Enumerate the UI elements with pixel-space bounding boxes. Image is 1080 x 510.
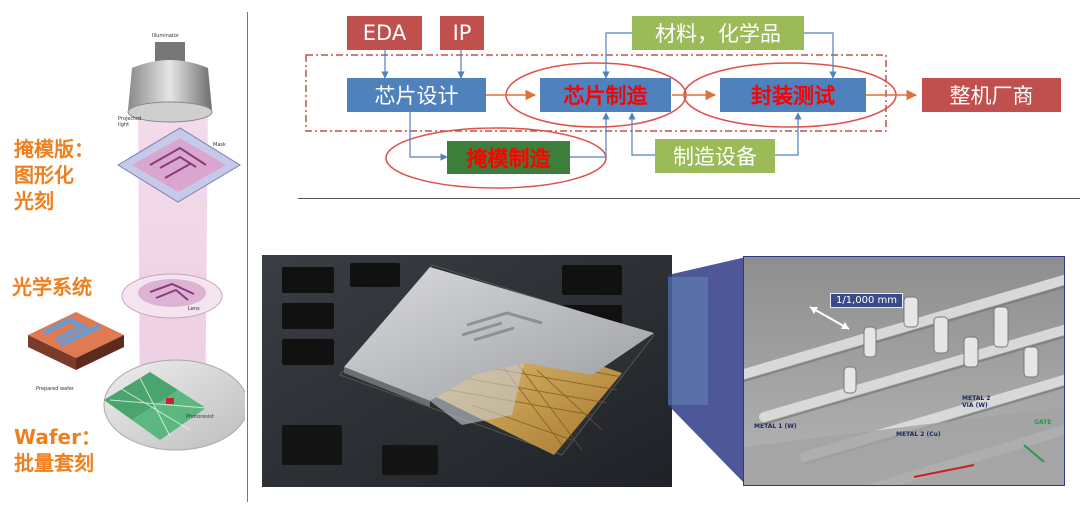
scale-bar-label: 1/1,000 mm — [830, 293, 904, 308]
materials-box: 材料，化学品 — [632, 16, 804, 50]
packaging-testing-box: 封装测试 — [720, 78, 866, 112]
flow-connectors — [305, 32, 918, 189]
metal2-via-label: METAL 2 VIA (W) — [962, 395, 991, 409]
horizontal-divider — [298, 198, 1080, 199]
sem-micrograph: 1/1,000 mm METAL 1 (W) METAL 2 VIA (W) M… — [743, 256, 1065, 486]
tiny-prepared-wafer-label: Prepared wafer — [36, 386, 75, 392]
metal1-label: METAL 1 (W) — [754, 423, 797, 430]
chip-package-drawing — [262, 255, 672, 487]
dashed-scope-frame — [305, 54, 887, 132]
tiny-lens-label: Lens — [188, 306, 200, 312]
zoom-connector — [668, 257, 746, 485]
metal2-cu-label: METAL 2 (Cu) — [896, 431, 941, 438]
chip-manufacturing-box: 芯片制造 — [540, 78, 671, 112]
tiny-projected-light-label: Projected light — [118, 116, 142, 128]
chip-package-photo — [262, 255, 672, 487]
tiny-photoresist-label: Photoresist — [186, 414, 214, 420]
vertical-divider — [247, 12, 248, 502]
equipment-box: 制造设备 — [655, 139, 775, 173]
chip-design-box: 芯片设计 — [347, 78, 486, 112]
oem-box: 整机厂商 — [922, 78, 1061, 112]
eda-box: EDA — [347, 16, 422, 50]
ellipse-mask — [385, 127, 607, 189]
wafer-label: Wafer： 批量套刻 — [14, 425, 101, 475]
gate-label: GATE — [1034, 419, 1052, 426]
tiny-illuminator-label: Illuminator — [152, 33, 179, 39]
mask-making-box: 掩模制造 — [447, 141, 570, 174]
sem-drawing — [744, 257, 1064, 485]
ip-box: IP — [440, 16, 484, 50]
mask-pattern-label: 掩模版： 图形化 光刻 — [14, 137, 94, 213]
tiny-mask-label: Mask — [213, 142, 226, 148]
optics-label: 光学系统 — [12, 275, 92, 299]
